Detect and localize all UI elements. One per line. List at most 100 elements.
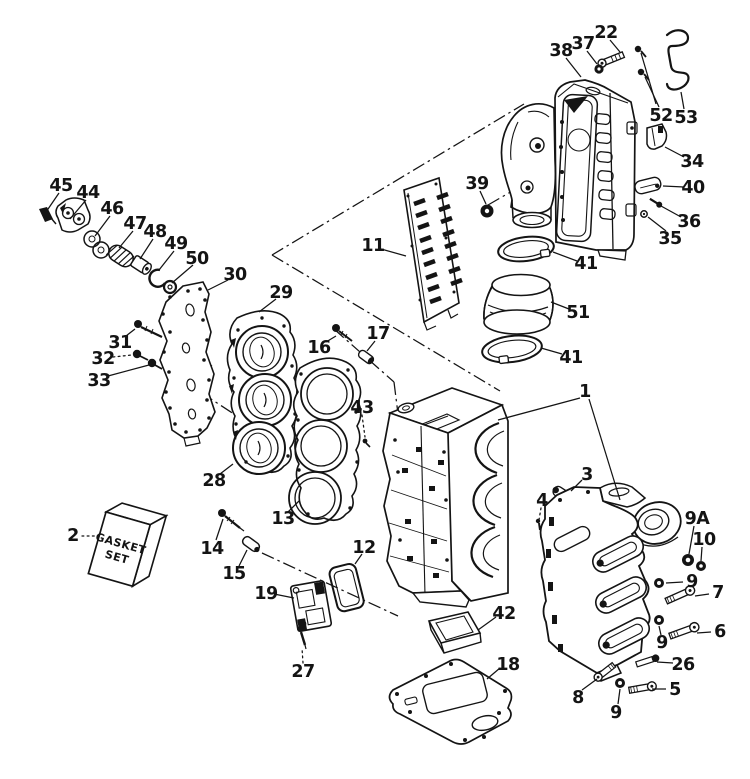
callout-label-5: 5 bbox=[669, 680, 681, 700]
callout-label-10: 10 bbox=[692, 530, 716, 550]
callout-leader-26 bbox=[656, 661, 674, 664]
callout-label-9: 9 bbox=[610, 703, 622, 723]
callout-label-34: 34 bbox=[680, 152, 704, 172]
bracket-34 bbox=[646, 123, 668, 150]
callout-label-42: 42 bbox=[492, 604, 515, 624]
callout-label-29: 29 bbox=[269, 283, 293, 303]
callout-leader-36 bbox=[660, 205, 682, 218]
tab-40 bbox=[634, 176, 662, 195]
manifold-ribs bbox=[594, 113, 616, 221]
exhaust-plate-42 bbox=[427, 611, 482, 654]
callout-leader-35 bbox=[647, 216, 667, 232]
callout-label-44: 44 bbox=[76, 183, 100, 203]
centerline bbox=[261, 552, 399, 617]
wire-link-53 bbox=[665, 29, 690, 91]
screw-43 bbox=[362, 438, 371, 448]
callout-label-18: 18 bbox=[496, 655, 520, 675]
callout-label-9A: 9A bbox=[685, 509, 711, 529]
plate-30-bolt-holes bbox=[161, 287, 211, 434]
hose-clamp-lower-41 bbox=[481, 334, 543, 365]
dowel-4 bbox=[535, 518, 541, 531]
callout-label-37: 37 bbox=[571, 34, 594, 54]
callout-label-36: 36 bbox=[677, 212, 701, 232]
block-face-details bbox=[393, 438, 449, 578]
washer-9-middle bbox=[654, 615, 664, 625]
callout-label-39: 39 bbox=[465, 174, 489, 194]
gasket-set-box-2: GASKET SET bbox=[87, 502, 169, 588]
callout-label-27: 27 bbox=[291, 662, 314, 682]
callout-leader-28 bbox=[219, 463, 234, 475]
callout-label-17: 17 bbox=[366, 324, 389, 344]
crankcase-ports bbox=[553, 525, 651, 655]
exhaust-manifold-cover bbox=[554, 79, 638, 261]
callout-label-32: 32 bbox=[91, 349, 114, 369]
callout-leader-53 bbox=[680, 91, 685, 110]
head-bores bbox=[232, 325, 292, 475]
bolt-6 bbox=[668, 621, 700, 640]
callout-leader-40 bbox=[662, 185, 685, 188]
exhaust-elbow bbox=[500, 103, 557, 229]
callout-label-28: 28 bbox=[202, 471, 226, 491]
bolt-14 bbox=[218, 509, 245, 532]
callout-leader-30 bbox=[207, 279, 229, 291]
callout-label-13: 13 bbox=[271, 509, 294, 529]
exhaust-bellows-51 bbox=[483, 273, 554, 335]
callout-label-1: 1 bbox=[579, 382, 591, 402]
reed-plate-11 bbox=[403, 176, 463, 331]
callout-leader-9 bbox=[665, 581, 684, 584]
nut-37 bbox=[594, 64, 604, 74]
base-gasket-18 bbox=[388, 658, 513, 745]
gasket-13-holes bbox=[296, 368, 359, 516]
callout-label-9: 9 bbox=[656, 633, 668, 653]
callout-label-12: 12 bbox=[352, 538, 375, 558]
callout-leader-43 bbox=[361, 414, 366, 438]
callout-leader-12 bbox=[354, 553, 363, 565]
callout-label-50: 50 bbox=[185, 249, 209, 269]
callout-label-26: 26 bbox=[671, 655, 695, 675]
cover-gasket-12 bbox=[328, 562, 365, 613]
retaining-clip-49 bbox=[148, 268, 166, 288]
callout-leader-48 bbox=[139, 238, 154, 260]
callout-label-30: 30 bbox=[223, 265, 247, 285]
callout-label-7: 7 bbox=[712, 583, 724, 603]
centerline bbox=[393, 381, 399, 415]
callout-label-46: 46 bbox=[100, 199, 124, 219]
callout-label-45: 45 bbox=[49, 176, 72, 196]
bolt-16 bbox=[332, 324, 353, 342]
screw-36 bbox=[649, 197, 663, 208]
callout-leader-38 bbox=[565, 57, 582, 78]
nut-10 bbox=[696, 561, 706, 571]
gasket-box-line2: SET bbox=[103, 548, 130, 567]
callout-leader-37 bbox=[586, 50, 598, 65]
bolt-31 bbox=[134, 320, 163, 338]
callout-leader-45 bbox=[45, 192, 60, 213]
crankcase-rib-shadows bbox=[546, 490, 590, 652]
callout-leader-32 bbox=[112, 354, 133, 358]
callout-leader-16 bbox=[325, 335, 337, 343]
washer-9-upper bbox=[654, 578, 664, 588]
callout-label-38: 38 bbox=[549, 41, 573, 61]
callout-label-49: 49 bbox=[164, 234, 188, 254]
check-valve-gasket-46 bbox=[83, 230, 110, 259]
callout-leader-41 bbox=[540, 347, 563, 355]
pin-27 bbox=[297, 626, 307, 650]
exhaust-cover-plate-30 bbox=[158, 281, 216, 447]
plug-48 bbox=[130, 255, 152, 275]
callout-leader-22 bbox=[609, 39, 621, 53]
callout-label-15: 15 bbox=[222, 564, 245, 584]
head-bolt-holes bbox=[232, 316, 297, 464]
rivet-52-upper bbox=[634, 45, 647, 58]
callout-leader-18 bbox=[486, 667, 501, 680]
callout-leader-47 bbox=[118, 230, 134, 249]
gasket-18-holes bbox=[395, 662, 507, 742]
plate-11-holes bbox=[406, 182, 456, 302]
callout-label-6: 6 bbox=[714, 622, 726, 642]
callout-leader-8 bbox=[581, 678, 598, 691]
washer-50 bbox=[162, 279, 178, 295]
callout-leader-46 bbox=[94, 215, 111, 237]
callout-label-53: 53 bbox=[674, 108, 697, 128]
callout-leader-19 bbox=[273, 593, 295, 599]
dowel-sleeve-17 bbox=[357, 349, 375, 365]
